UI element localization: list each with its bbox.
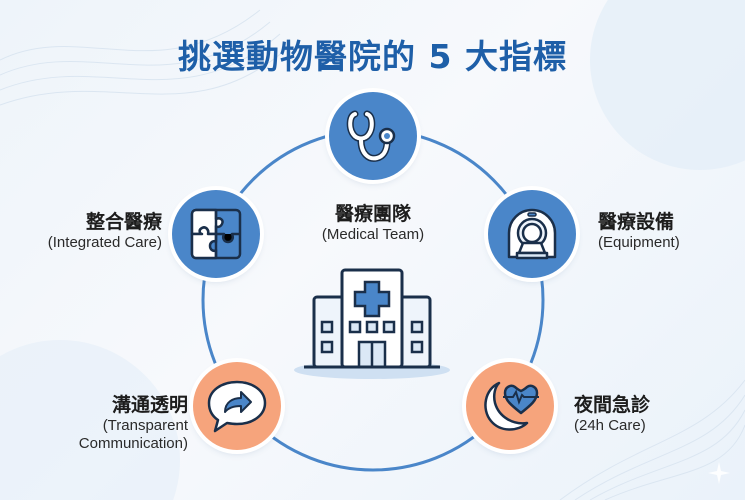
label-communication: 溝通透明 (Transparent Communication): [60, 393, 188, 453]
puzzle-icon: [190, 208, 242, 260]
label-zh: 醫療設備: [598, 211, 675, 233]
sparkle-icon: [708, 462, 730, 484]
moon-heartbeat-icon: [484, 381, 539, 431]
label-zh: 夜間急診: [574, 394, 651, 416]
label-equipment: 醫療設備 (Equipment): [598, 210, 728, 252]
label-en: (Equipment): [598, 234, 680, 251]
page-title: 挑選動物醫院的 5 大指標: [178, 37, 567, 76]
label-integrated-care: 整合醫療 (Integrated Care): [22, 210, 162, 252]
node-equipment: [488, 190, 576, 278]
label-en-line2: Communication): [78, 435, 188, 452]
node-medical-team: [329, 92, 417, 180]
node-integrated-care: [172, 190, 260, 278]
hospital-icon: [294, 268, 450, 379]
node-24h-care: [466, 362, 554, 450]
label-en-line1: (Transparent: [102, 417, 188, 434]
label-en: (Integrated Care): [47, 234, 162, 251]
label-zh: 溝通透明: [111, 394, 188, 416]
label-en: (24h Care): [574, 417, 646, 434]
label-zh: 醫療團隊: [334, 203, 411, 225]
label-24h-care: 夜間急診 (24h Care): [574, 393, 704, 435]
stethoscope-icon: [346, 110, 396, 162]
label-medical-team: 醫療團隊 (Medical Team): [303, 202, 443, 244]
mri-scanner-icon: [507, 208, 557, 260]
node-communication: [193, 362, 281, 450]
label-zh: 整合醫療: [85, 211, 162, 233]
label-en: (Medical Team): [321, 226, 425, 243]
chat-share-icon: [207, 380, 267, 433]
